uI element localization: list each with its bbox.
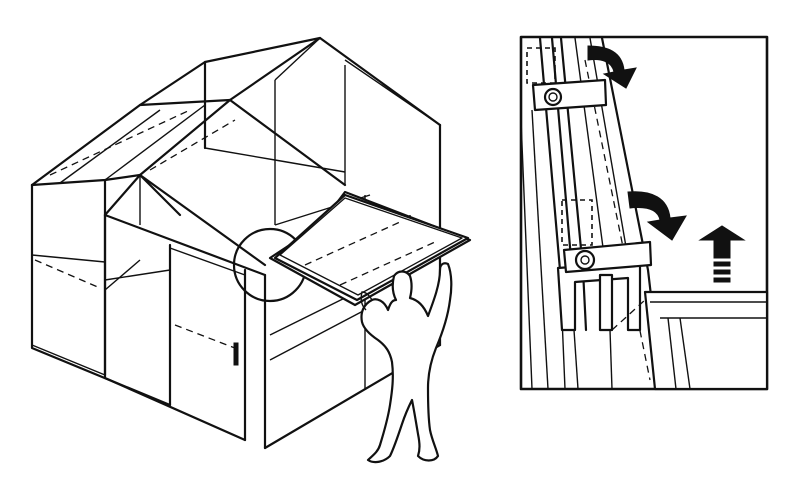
roof-panel-being-installed (268, 190, 472, 307)
bolt-icon (543, 87, 563, 107)
detail-inset (519, 35, 769, 391)
arrow-down-icon (587, 45, 637, 89)
person-lifting-panel (360, 262, 453, 464)
detail-frame (519, 35, 769, 391)
greenhouse-left-wall (30, 178, 172, 407)
panel-clip-upper (526, 47, 608, 112)
clip-ghost-lower (561, 199, 593, 246)
greenhouse-drawing (30, 36, 472, 464)
greenhouse-back-frame (138, 36, 442, 302)
door-handle-icon (233, 342, 239, 366)
arrow-up-icon (698, 225, 746, 283)
clip-ghost-upper (526, 47, 556, 84)
greenhouse-roof (30, 36, 347, 267)
greenhouse-front-wall (103, 213, 267, 450)
glazing-panel-detail (611, 290, 769, 391)
arrow-down-icon (627, 191, 687, 241)
greenhouse-front-gable (103, 173, 267, 277)
bolt-icon (574, 249, 596, 271)
panel-clip-lower (561, 199, 653, 274)
